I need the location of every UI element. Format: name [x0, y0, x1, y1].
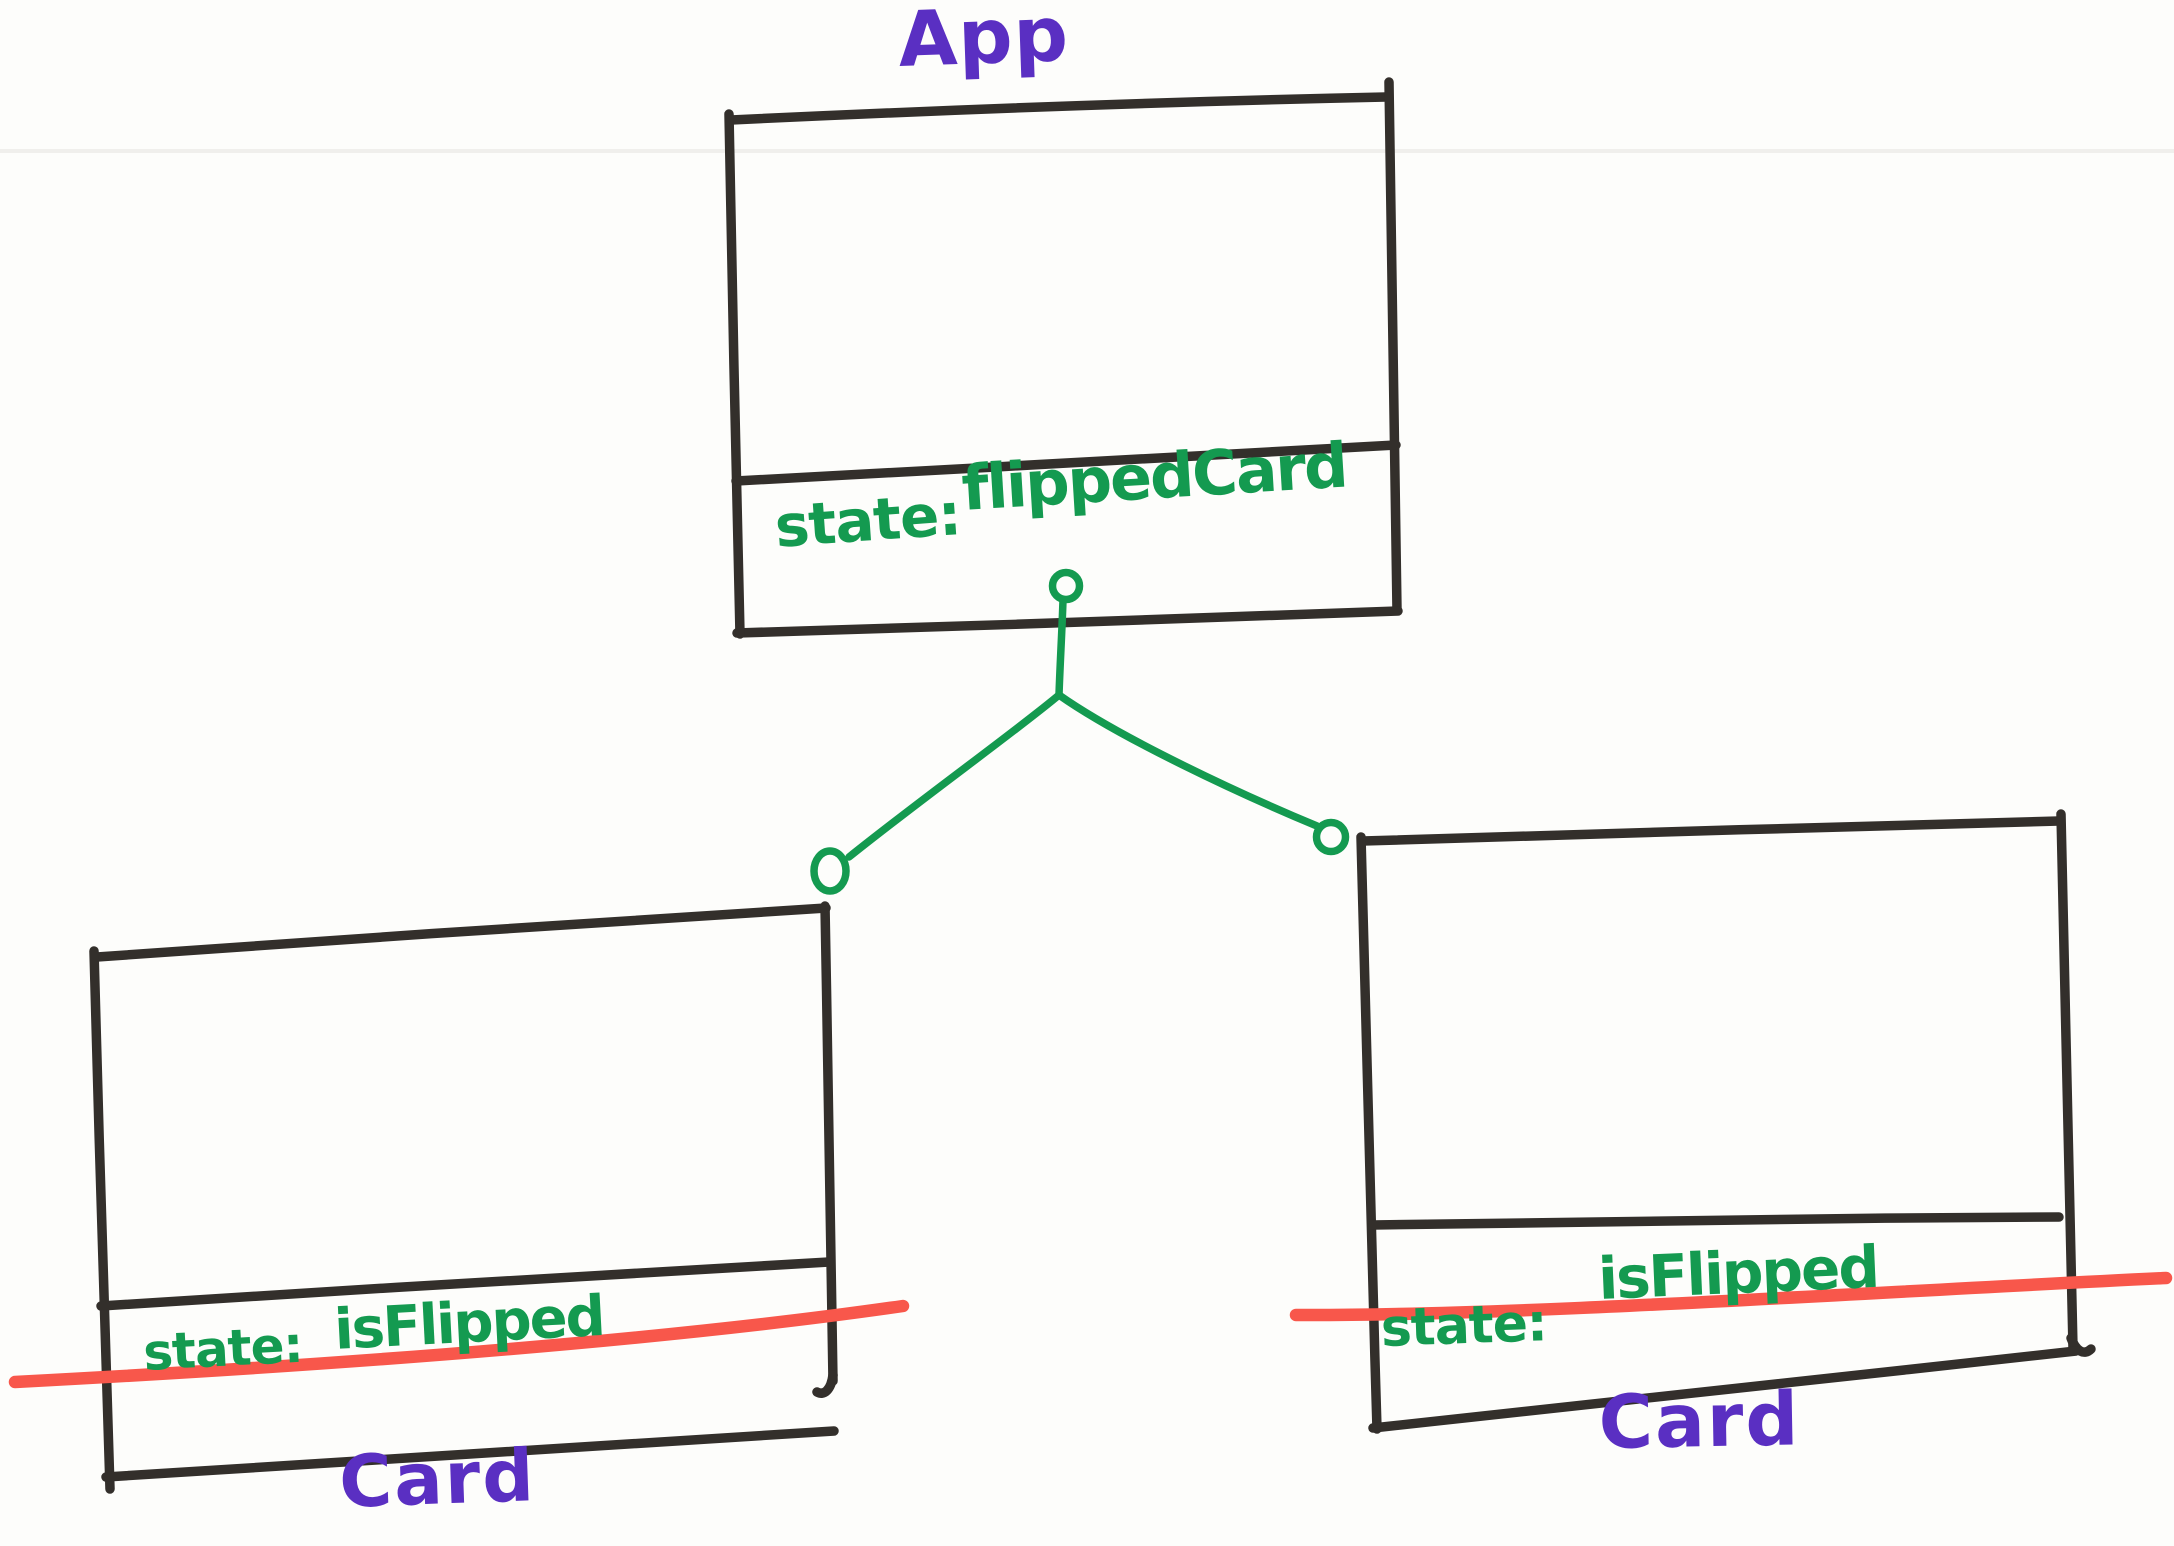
connector-branch-left [845, 691, 1063, 861]
right-card-state-value: isFlipped [1596, 1232, 1880, 1313]
right-card-strikethrough-line [1289, 1271, 2173, 1322]
left-card-right-edge-hook [812, 1370, 838, 1398]
right-card-left-edge [1356, 832, 1382, 1434]
right-card-port-circle [1312, 818, 1350, 856]
left-card-state-divider [96, 1257, 834, 1311]
app-box-state-divider [731, 440, 1401, 486]
app-state-label: state: [772, 480, 963, 561]
scan-artifact-line [0, 149, 2174, 153]
app-state-port-circle [1048, 568, 1084, 604]
right-card-top-edge [1358, 816, 2064, 846]
left-card-port-circle [810, 847, 850, 895]
left-card-state-value: isFlipped [332, 1283, 606, 1363]
left-card-title: Card [337, 1433, 538, 1524]
app-box-bottom-edge [732, 606, 1403, 638]
left-card-top-edge [92, 903, 831, 962]
app-box-left-edge [724, 109, 745, 639]
app-box-right-edge [1384, 77, 1402, 615]
right-card-title: Card [1597, 1376, 1802, 1466]
left-card-left-edge [89, 946, 115, 1494]
state-connector [810, 568, 1350, 895]
left-card-state-label: state: [141, 1315, 304, 1382]
left-card-strikethrough-line [8, 1299, 910, 1389]
app-box-title: App [896, 0, 1071, 84]
left-card-box [89, 901, 839, 1494]
strikethrough-lines [8, 1271, 2173, 1389]
right-card-bottom-edge [1368, 1346, 2081, 1433]
connector-branch-right [1055, 691, 1321, 830]
connector-stem [1055, 596, 1067, 699]
right-card-state-label: state: [1379, 1293, 1548, 1359]
right-card-state-divider [1368, 1212, 2064, 1230]
left-card-bottom-edge [101, 1426, 839, 1482]
app-box-top-edge [726, 92, 1391, 125]
app-box [724, 77, 1403, 639]
right-card-right-edge [2056, 809, 2078, 1353]
